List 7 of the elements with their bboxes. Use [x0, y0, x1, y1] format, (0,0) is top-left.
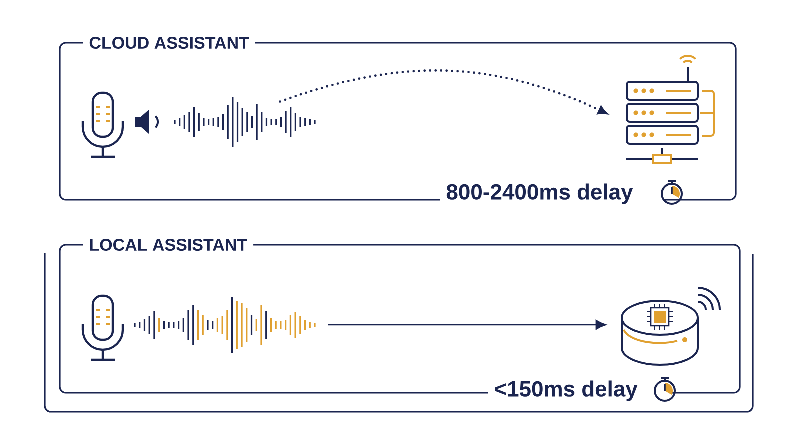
arrow: [328, 320, 606, 330]
smart-speaker-drawing: [621, 287, 721, 366]
server-drawing: [626, 54, 715, 164]
waveform-drawing: [174, 97, 316, 147]
waveform-drawing: [134, 297, 316, 353]
panel: CLOUD ASSISTANT 800-2400ms delay: [59, 34, 737, 206]
arrow: [279, 70, 608, 114]
